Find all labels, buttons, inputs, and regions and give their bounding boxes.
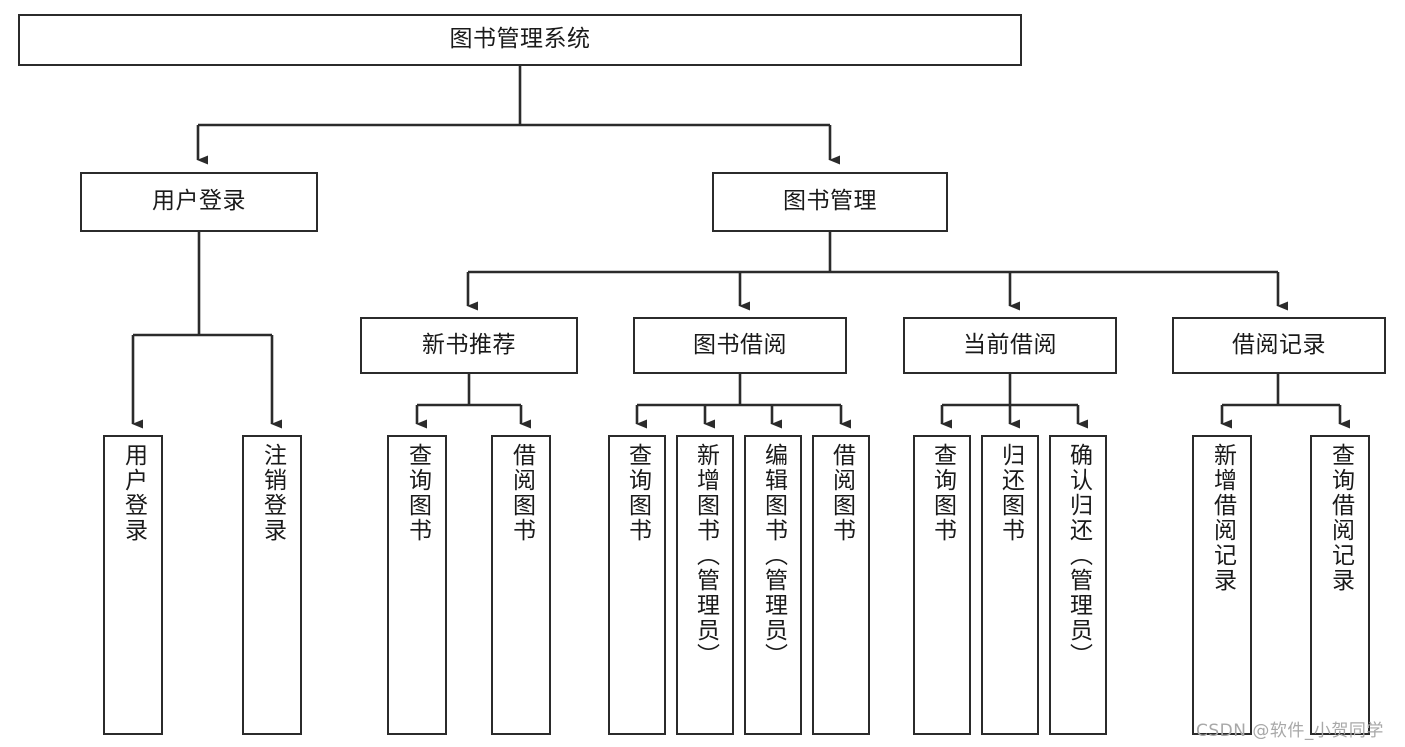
node-leaf-edit-book-admin[interactable]: 编辑图书（管理员）: [744, 435, 802, 735]
node-user-login[interactable]: 用户登录: [80, 172, 318, 232]
node-root-book-management-system[interactable]: 图书管理系统: [18, 14, 1022, 66]
node-label: 归还图书: [997, 443, 1024, 543]
node-book-borrowing[interactable]: 图书借阅: [633, 317, 847, 374]
node-label: 编辑图书（管理员）: [760, 443, 787, 668]
csdn-watermark: CSDN @软件_小贺同学: [1196, 721, 1384, 741]
node-new-book-recommendation[interactable]: 新书推荐: [360, 317, 578, 374]
node-current-borrowing[interactable]: 当前借阅: [903, 317, 1117, 374]
node-label: 借阅记录: [1232, 331, 1326, 358]
node-label: 注销登录: [259, 443, 286, 543]
node-leaf-query-borrow-record[interactable]: 查询借阅记录: [1310, 435, 1370, 735]
node-leaf-borrow-book-recommend[interactable]: 借阅图书: [491, 435, 551, 735]
node-label: 当前借阅: [963, 331, 1057, 358]
node-leaf-add-book-admin[interactable]: 新增图书（管理员）: [676, 435, 734, 735]
node-label: 查询图书: [404, 443, 431, 543]
node-leaf-borrow-book-borrow[interactable]: 借阅图书: [812, 435, 870, 735]
node-label: 借阅图书: [508, 443, 535, 543]
node-label: 新增图书（管理员）: [692, 443, 719, 668]
node-label: 用户登录: [120, 443, 147, 543]
node-leaf-add-borrow-record[interactable]: 新增借阅记录: [1192, 435, 1252, 735]
node-leaf-logout[interactable]: 注销登录: [242, 435, 302, 735]
node-label: 新书推荐: [422, 331, 516, 358]
node-leaf-confirm-return-admin[interactable]: 确认归还（管理员）: [1049, 435, 1107, 735]
node-leaf-query-book-recommend[interactable]: 查询图书: [387, 435, 447, 735]
node-leaf-query-book-borrow[interactable]: 查询图书: [608, 435, 666, 735]
node-label: 查询图书: [929, 443, 956, 543]
node-borrowing-record[interactable]: 借阅记录: [1172, 317, 1386, 374]
node-label: 借阅图书: [828, 443, 855, 543]
node-label: 查询借阅记录: [1327, 443, 1354, 593]
node-leaf-query-book-current[interactable]: 查询图书: [913, 435, 971, 735]
node-label: 新增借阅记录: [1209, 443, 1236, 593]
node-leaf-user-login[interactable]: 用户登录: [103, 435, 163, 735]
node-book-management[interactable]: 图书管理: [712, 172, 948, 232]
node-label: 确认归还（管理员）: [1065, 443, 1092, 668]
node-label: 图书管理: [783, 188, 877, 215]
node-leaf-return-book[interactable]: 归还图书: [981, 435, 1039, 735]
node-label: 查询图书: [624, 443, 651, 543]
node-label: 图书借阅: [693, 331, 787, 358]
node-label: 用户登录: [152, 188, 246, 215]
node-label: 图书管理系统: [449, 26, 591, 53]
